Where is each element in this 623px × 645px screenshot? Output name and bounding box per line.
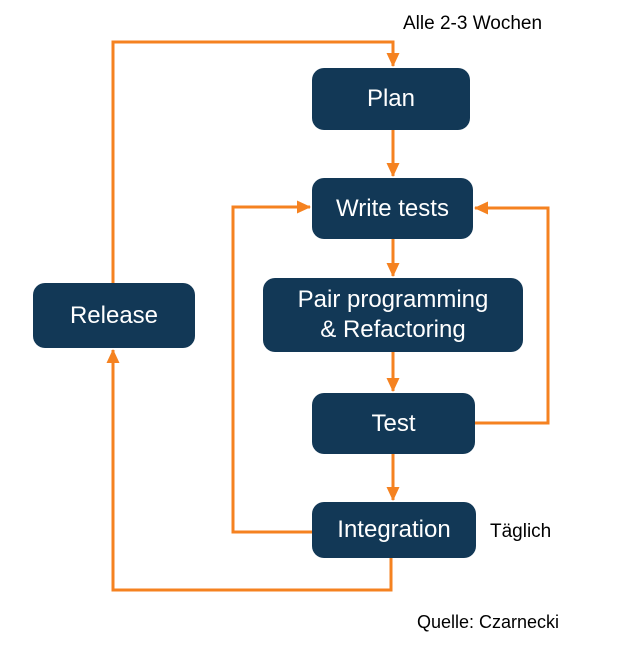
- node-write-tests: Write tests: [312, 178, 473, 239]
- node-integration: Integration: [312, 502, 476, 558]
- cycle-annotation: Alle 2-3 Wochen: [403, 13, 543, 34]
- edge-release-plan: [111, 40, 400, 283]
- node-pair-programming: Pair programming & Refactoring: [263, 278, 523, 352]
- edge-test-write-tests-loop: [474, 201, 550, 425]
- daily-annotation: Täglich: [490, 521, 552, 542]
- edge-integration-write-tests-loop: [231, 200, 312, 534]
- edge-integration-release: [106, 349, 393, 592]
- node-test: Test: [312, 393, 475, 454]
- source-credit: Quelle: Czarnecki: [417, 612, 560, 632]
- node-release: Release: [33, 283, 195, 348]
- node-plan: Plan: [312, 68, 470, 130]
